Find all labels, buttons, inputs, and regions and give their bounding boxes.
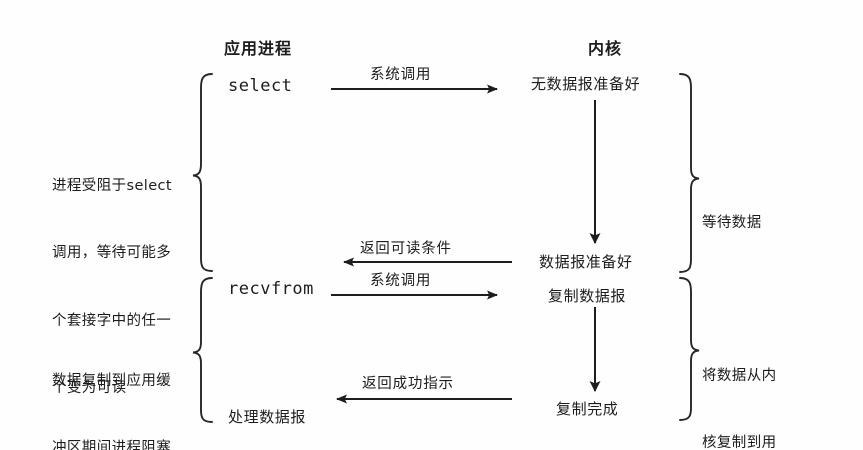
app-event-recvfrom: recvfrom: [228, 279, 314, 299]
right-note-wait-for-data-line-1: 等待数据: [702, 214, 762, 231]
brace-app-blocked-copy: [192, 277, 213, 423]
left-note-blocked-during-copy-line-1: 数据复制到应用缓: [52, 372, 172, 389]
arrow-label-return-readable: 返回可读条件: [360, 241, 452, 257]
brace-app-blocked-select: [192, 73, 213, 272]
brace-kernel-copy-to-user: [679, 277, 700, 421]
right-note-copy-kernel-to-user-line-1: 将数据从内: [702, 367, 777, 384]
right-note-copy-kernel-to-user: 将数据从内 核复制到用 户空间: [702, 320, 777, 450]
left-note-blocked-in-select-line-2: 调用，等待可能多: [52, 245, 172, 262]
kernel-event-copy-complete: 复制完成: [556, 400, 619, 418]
column-header-kernel: 内核: [588, 39, 623, 58]
left-note-blocked-in-select-line-3: 个套接字中的任一: [52, 312, 172, 329]
arrow-label-syscall-2: 系统调用: [370, 273, 432, 289]
app-event-select: select: [228, 76, 293, 96]
column-header-app-process: 应用进程: [224, 39, 293, 58]
left-note-blocked-during-copy-line-2: 冲区期间进程阻塞: [52, 440, 172, 450]
brace-kernel-wait-data: [679, 73, 700, 273]
kernel-event-datagram-ready: 数据报准备好: [539, 253, 633, 271]
left-note-blocked-in-select-line-4: 个变为可读: [52, 380, 127, 397]
kernel-event-no-datagram-ready: 无数据报准备好: [531, 75, 641, 93]
right-note-wait-for-data: 等待数据: [702, 167, 762, 279]
app-event-process-datagram: 处理数据报: [228, 408, 307, 426]
kernel-event-copy-datagram: 复制数据报: [548, 287, 627, 305]
left-note-blocked-during-copy: 数据复制到应用缓 冲区期间进程阻塞: [52, 325, 171, 450]
left-note-blocked-in-select-line-1: 进程受阻于select: [52, 177, 172, 194]
arrow-label-syscall-1: 系统调用: [370, 67, 432, 83]
left-note-blocked-in-select: 进程受阻于select 调用，等待可能多 个套接字中的任一 个变为可读: [52, 130, 172, 445]
right-note-copy-kernel-to-user-line-2: 核复制到用: [702, 435, 777, 450]
arrow-label-return-success: 返回成功指示: [362, 376, 454, 392]
